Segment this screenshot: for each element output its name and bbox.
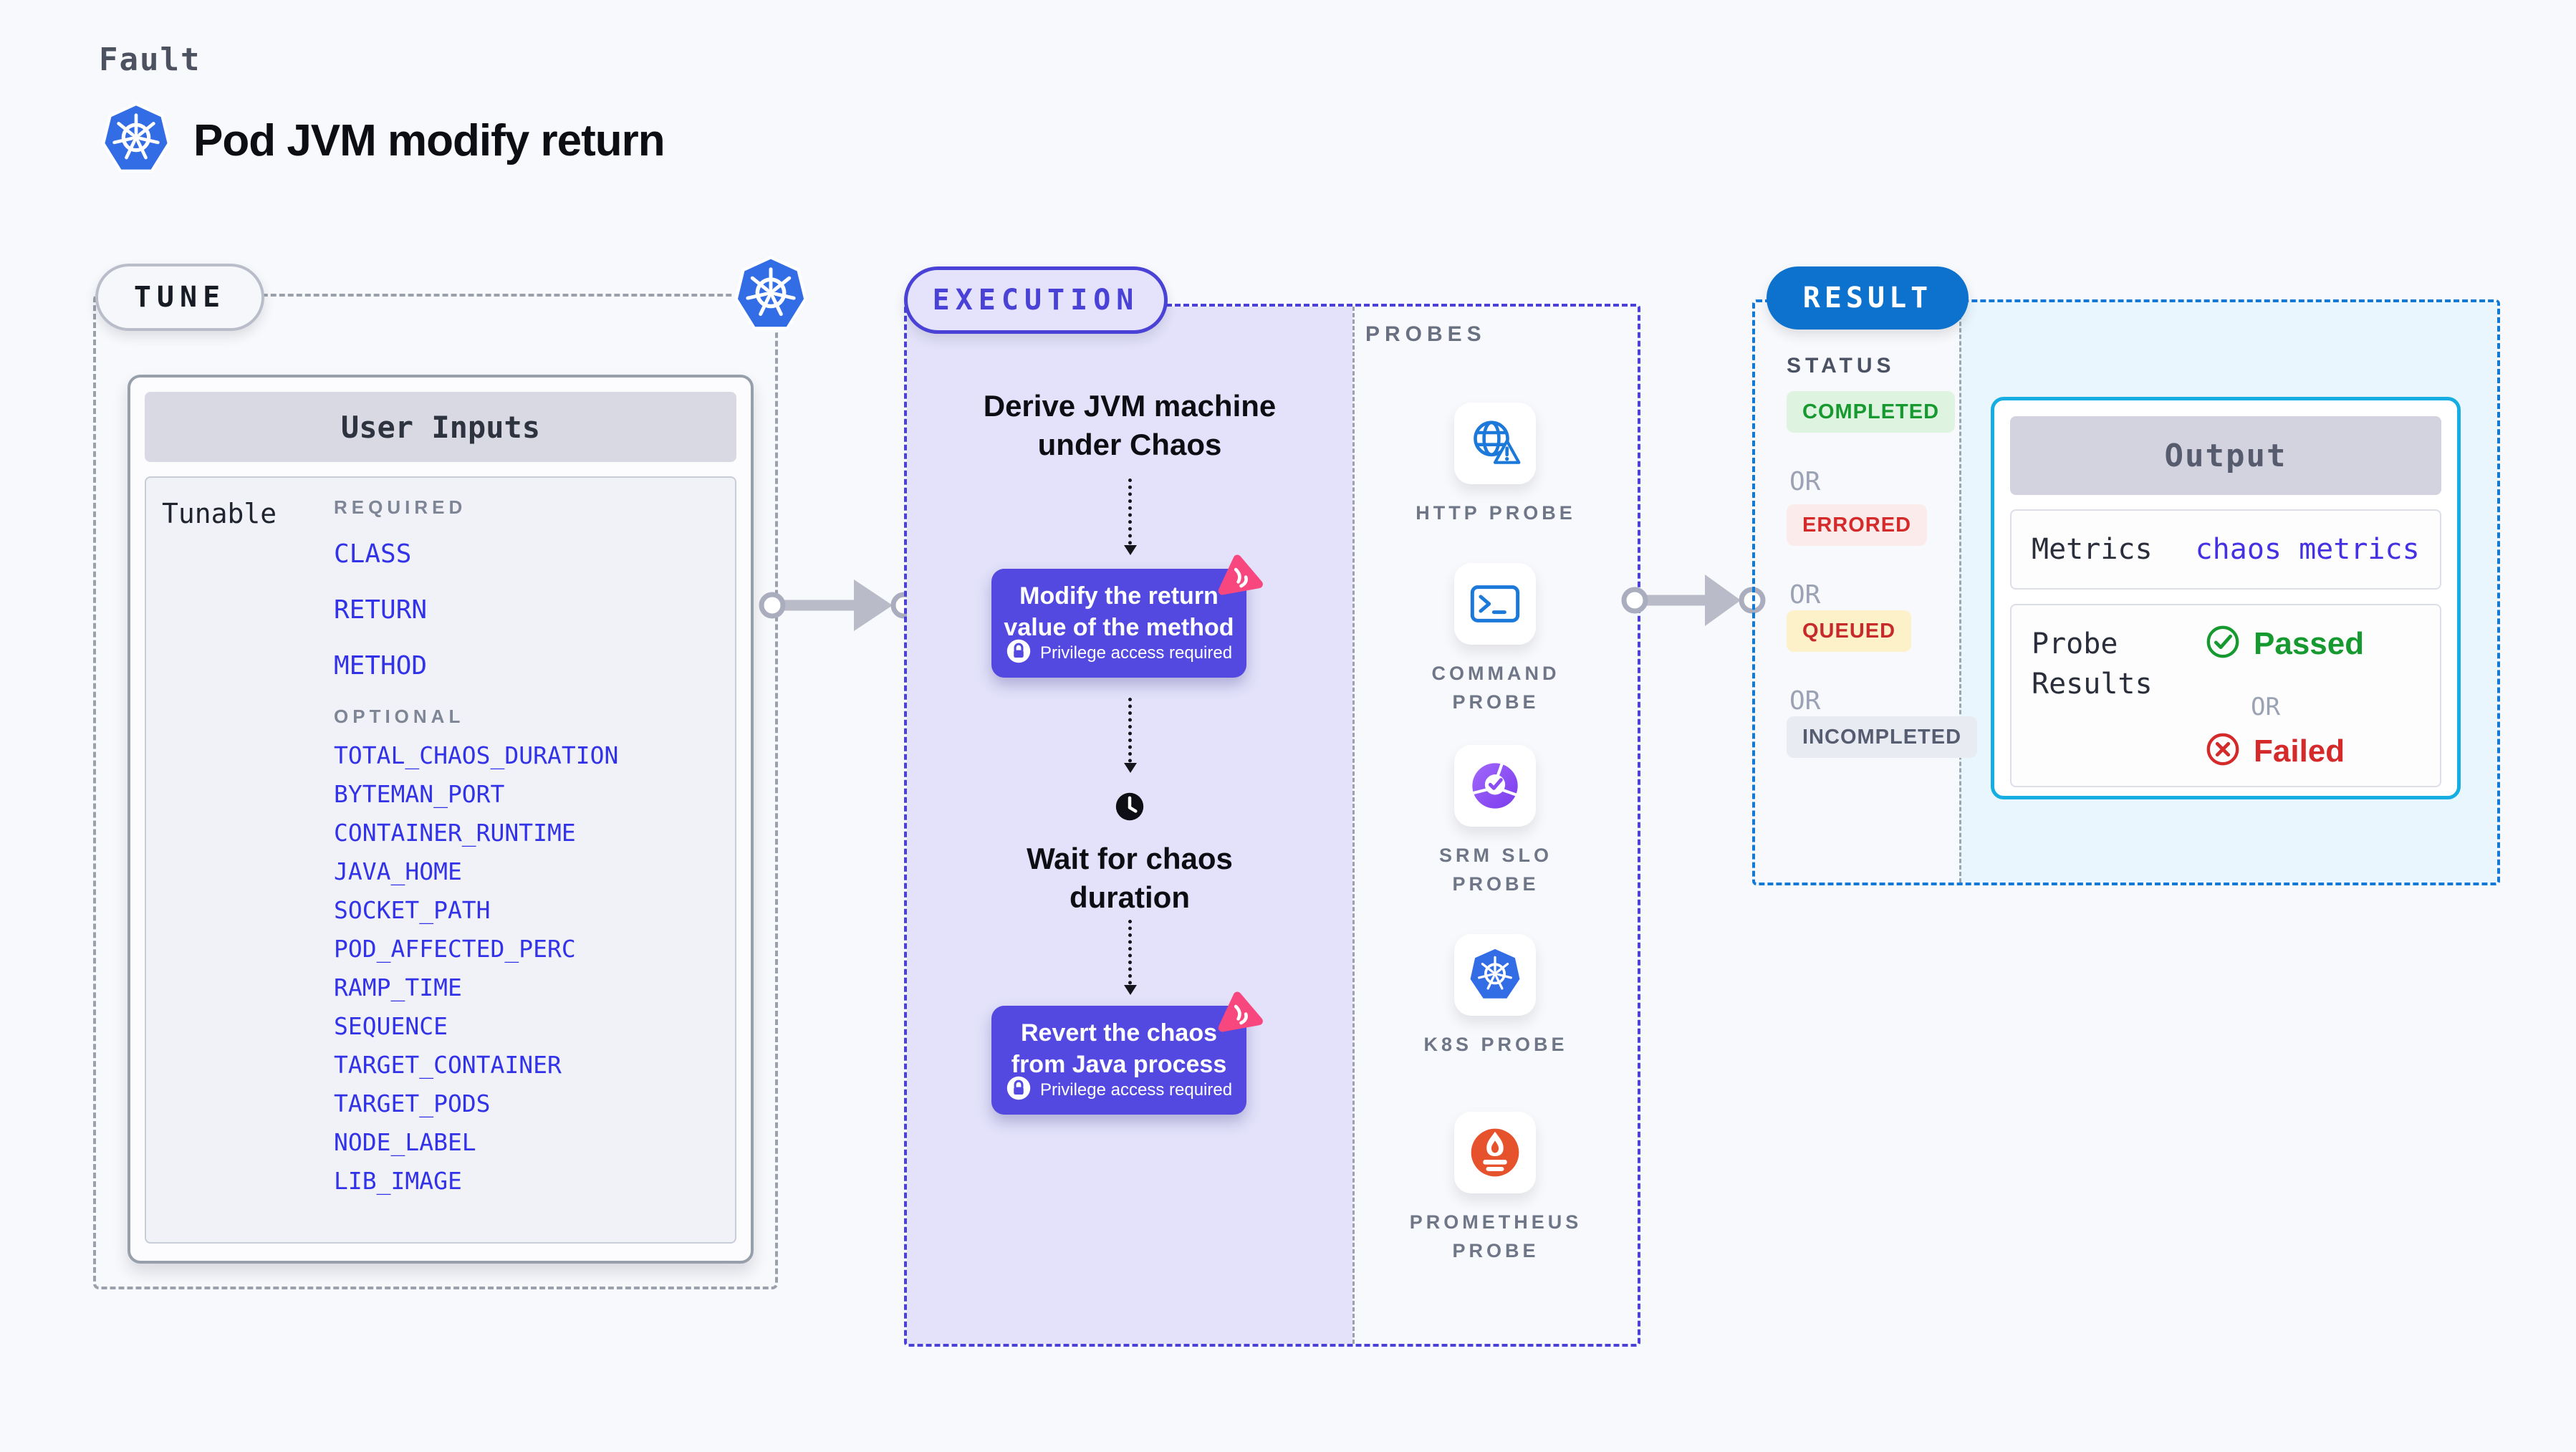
metrics-value: chaos metrics [2195,533,2420,566]
step-revert-title: Revert the chaos from Java process [1011,1019,1227,1078]
output-header: Output [2010,416,2441,495]
privilege-label: Privilege access required [1039,1080,1233,1100]
user-inputs-header: User Inputs [145,392,736,462]
page-title: Pod JVM modify return [193,116,665,165]
fault-eyebrow: Fault [99,42,201,78]
metrics-row: Metrics chaos metrics [2010,509,2441,590]
privilege-label: Privilege access required [1039,643,1233,663]
probe-label: COMMAND PROBE [1431,663,1560,713]
result-section: STATUS COMPLETED OR ERRORED OR QUEUED OR… [1752,299,2500,885]
tune-kubernetes-icon [731,255,810,337]
tunable-label: Tunable [162,498,277,529]
passed-result: Passed [2205,624,2364,663]
probe-label: HTTP PROBE [1416,502,1576,524]
step-modify-title: Modify the return value of the method [1004,582,1234,641]
http-probe-icon [1454,403,1536,484]
check-circle-icon [2205,624,2241,663]
tunable-item-socket-path[interactable]: SOCKET_PATH [334,896,491,924]
probe-label: SRM SLO PROBE [1438,845,1552,895]
command-probe-icon [1454,563,1536,645]
dotted-arrow-icon [1124,698,1137,773]
k8s-probe-icon [1454,934,1536,1016]
tunable-item-total-chaos-duration[interactable]: TOTAL_CHAOS_DURATION [334,741,619,769]
tunable-item-target-pods[interactable]: TARGET_PODS [334,1090,491,1117]
step-modify-card: Modify the return value of the method Pr… [991,554,1263,678]
tunable-item-ramp-time[interactable]: RAMP_TIME [334,973,462,1001]
user-inputs-card: User Inputs Tunable REQUIRED CLASS RETUR… [128,375,754,1264]
step-derive-text: Derive JVM machine under Chaos [983,389,1277,461]
step-revert-card: Revert the chaos from Java process Privi… [991,991,1263,1115]
x-circle-icon [2205,731,2241,771]
tunable-item-node-label[interactable]: NODE_LABEL [334,1128,476,1156]
tune-pill: TUNE [95,264,264,331]
output-card: Output Metrics chaos metrics Probe Resul… [1991,397,2461,799]
srm-slo-probe-icon [1454,745,1536,827]
prometheus-probe-icon [1454,1112,1536,1193]
execution-pill: EXECUTION [904,266,1168,334]
passed-label: Passed [2254,625,2365,661]
failed-label: Failed [2254,733,2345,769]
tunable-item-sequence[interactable]: SEQUENCE [334,1012,448,1040]
or-separator: OR [1789,580,1821,610]
tunable-item-class[interactable]: CLASS [334,539,412,569]
tunable-item-method[interactable]: METHOD [334,651,428,681]
tunable-item-lib-image[interactable]: LIB_IMAGE [334,1167,462,1195]
probe-label: K8S PROBE [1423,1034,1568,1055]
tunable-item-pod-affected-perc[interactable]: POD_AFFECTED_PERC [334,935,576,963]
lock-icon [1006,1075,1032,1105]
failed-result: Failed [2205,731,2345,771]
title-row: Pod JVM modify return [99,102,665,180]
arrow-execution-to-result-icon [1620,566,1767,638]
probes-label: PROBES [1365,322,1486,346]
status-label: STATUS [1787,354,1895,378]
status-badge-incompleted: INCOMPLETED [1787,716,1978,758]
tunable-item-java-home[interactable]: JAVA_HOME [334,857,462,885]
tunable-item-return[interactable]: RETURN [334,595,428,625]
or-separator: OR [1789,467,1821,496]
probe-results-label: Probe Results [2032,628,2153,701]
execution-probes-divider [1352,307,1355,1344]
result-pill: RESULT [1767,266,1969,330]
optional-label: OPTIONAL [334,706,465,727]
probe-results-row: Probe Results Passed OR [2010,604,2441,787]
status-badge-queued: QUEUED [1787,610,1912,652]
lock-icon [1006,638,1032,668]
user-inputs-body: Tunable REQUIRED CLASS RETURN METHOD OPT… [145,476,736,1244]
litmus-chaos-icon [1212,552,1266,606]
metrics-label: Metrics [2032,533,2153,566]
clock-icon [1107,784,1153,833]
dotted-arrow-icon [1124,479,1137,555]
tunable-item-container-runtime[interactable]: CONTAINER_RUNTIME [334,819,576,847]
kubernetes-logo-icon [99,102,173,180]
tunable-item-byteman-port[interactable]: BYTEMAN_PORT [334,780,505,808]
tune-section [93,294,778,1289]
status-badge-completed: COMPLETED [1787,391,1956,433]
probe-label: PROMETHEUS PROBE [1409,1211,1582,1261]
status-badge-errored: ERRORED [1787,504,1928,546]
or-separator: OR [1789,686,1821,716]
execution-section: Derive JVM machine under Chaos Modify th… [904,304,1640,1347]
dotted-arrow-icon [1124,920,1137,995]
required-label: REQUIRED [334,496,467,518]
tunable-item-target-container[interactable]: TARGET_CONTAINER [334,1051,562,1079]
arrow-tune-to-execution-icon [758,571,918,643]
step-wait-text: Wait for chaos duration [1027,842,1233,914]
litmus-chaos-icon [1212,989,1266,1043]
or-separator: OR [2251,693,2280,721]
